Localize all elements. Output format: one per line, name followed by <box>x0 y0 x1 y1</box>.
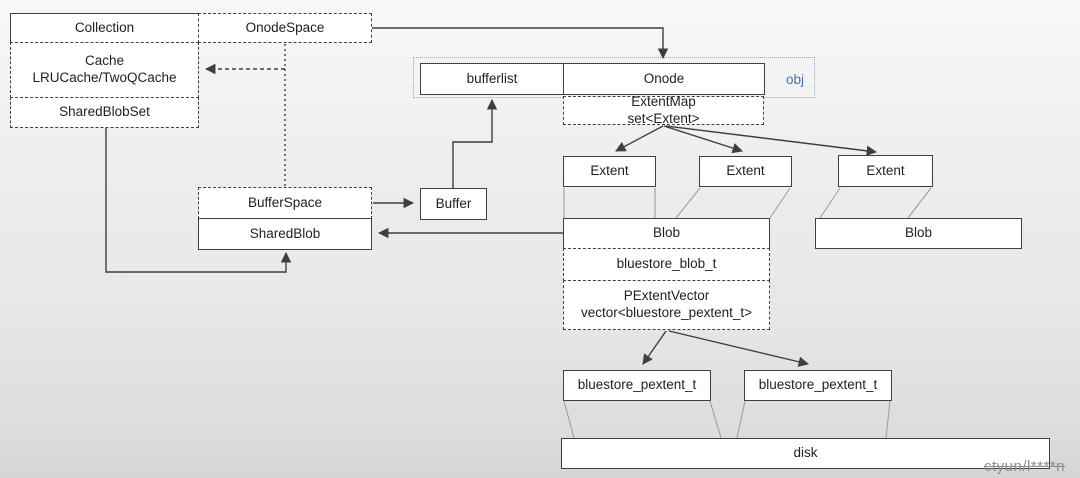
node-extent-2: Extent <box>699 156 792 187</box>
edge-extentmap-to-extent1 <box>615 125 664 152</box>
node-blob-2: Blob <box>815 218 1022 249</box>
cache-label-line1: Cache <box>84 53 125 69</box>
map-extent3-right <box>907 187 932 219</box>
extentmap-set-label: set<Extent> <box>627 110 700 126</box>
map-pextent1-right <box>709 400 722 439</box>
map-extent3-left <box>819 187 841 219</box>
pextentvector-label-line1: PExtentVector <box>623 288 710 304</box>
node-onode: Onode <box>563 63 765 95</box>
edge-onodespace-to-onode <box>372 27 669 60</box>
node-sharedblobset: SharedBlobSet <box>10 97 199 128</box>
extentmap-label: ExtentMap <box>631 93 696 109</box>
map-extent2-right <box>769 187 791 219</box>
node-collection: Collection <box>10 13 199 43</box>
map-extent2-left <box>675 187 701 219</box>
map-pextent2-right <box>885 400 891 439</box>
map-pextent2-left <box>736 400 746 439</box>
edge-extentmap-to-extent2 <box>663 125 743 154</box>
node-onodespace: OnodeSpace <box>198 13 372 43</box>
map-pextent1-left <box>563 400 575 439</box>
node-bluestore-blob-t: bluestore_blob_t <box>563 248 770 281</box>
node-bufferlist: bufferlist <box>420 63 564 95</box>
node-sharedblob: SharedBlob <box>198 218 372 250</box>
node-bluestore-pextent-t-2: bluestore_pextent_t <box>744 370 892 401</box>
node-buffer: Buffer <box>420 188 487 220</box>
watermark-text: ctyun/l****n <box>984 458 1066 475</box>
node-pextentvector: PExtentVector vector<bluestore_pextent_t… <box>563 280 770 330</box>
edge-buffer-to-bufferlist <box>452 98 498 188</box>
cache-label-line2: LRUCache/TwoQCache <box>32 70 177 85</box>
pextentvector-label-line2: vector<bluestore_pextent_t> <box>580 305 753 320</box>
edge-pextentvector-to-pextent1 <box>642 330 667 365</box>
node-disk: disk <box>561 438 1050 469</box>
node-bufferspace: BufferSpace <box>198 187 372 219</box>
edge-pextentvector-to-pextent2 <box>668 330 810 367</box>
node-blob-1: Blob <box>563 218 770 249</box>
node-extent-3: Extent <box>838 155 933 187</box>
node-cache: Cache LRUCache/TwoQCache <box>10 42 199 98</box>
node-extent-1: Extent <box>563 156 656 187</box>
obj-label: obj <box>785 71 804 87</box>
edge-extentmap-to-extent3 <box>665 125 878 157</box>
node-bluestore-pextent-t-1: bluestore_pextent_t <box>563 370 711 401</box>
node-extentmap: ExtentMap set<Extent> <box>563 93 764 126</box>
